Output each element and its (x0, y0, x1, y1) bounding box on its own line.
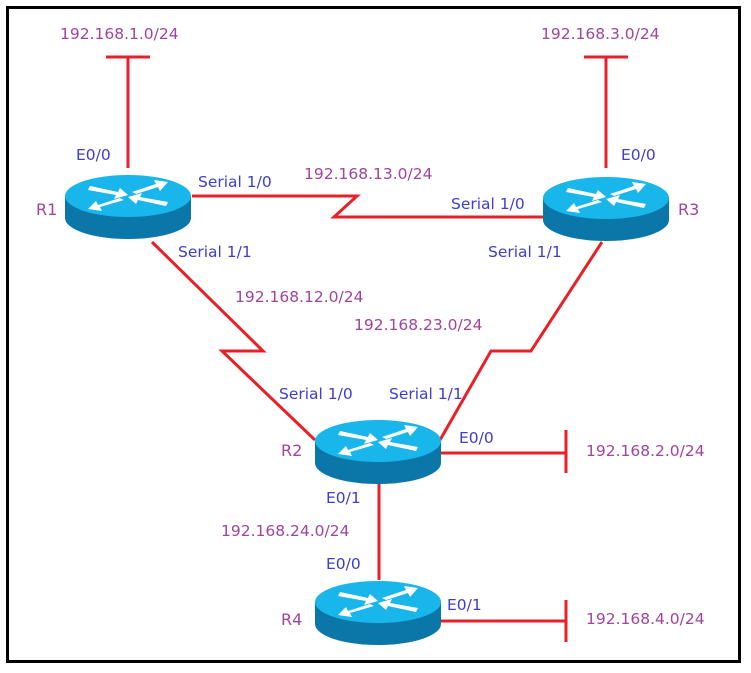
interface-label-r3-e0-0: E0/0 (621, 146, 656, 164)
network-label-192-168-4-0: 192.168.4.0/24 (586, 610, 705, 628)
router-label-r4: R4 (281, 610, 303, 629)
network-label-192-168-24-0: 192.168.24.0/24 (221, 522, 350, 540)
interface-label-r2-e0-0: E0/0 (459, 429, 494, 447)
link-r1-r3-serial (192, 194, 545, 219)
interface-label-r1-serial-1-0: Serial 1/0 (198, 173, 272, 191)
interface-label-r4-e0-0: E0/0 (326, 555, 361, 573)
router-label-r3: R3 (678, 200, 700, 219)
router-icon-r3[interactable] (543, 177, 669, 241)
interface-label-r1-e0-0: E0/0 (76, 146, 111, 164)
router-icon-r2[interactable] (315, 420, 441, 484)
interface-label-r3-serial-1-1: Serial 1/1 (488, 243, 562, 261)
router-icon-r4[interactable] (315, 581, 441, 645)
network-label-192-168-13-0: 192.168.13.0/24 (304, 165, 433, 183)
router-label-r1: R1 (36, 200, 58, 219)
interface-label-r4-e0-1: E0/1 (447, 596, 482, 614)
link-r3-r2-serial (438, 241, 604, 441)
interface-label-r2-e0-1: E0/1 (326, 489, 361, 507)
interface-label-r2-serial-1-1: Serial 1/1 (389, 385, 463, 403)
interface-label-r3-serial-1-0: Serial 1/0 (451, 195, 525, 213)
network-label-192-168-3-0: 192.168.3.0/24 (541, 25, 660, 43)
link-r1-r2-serial (150, 240, 317, 442)
router-label-r2: R2 (281, 441, 303, 460)
network-label-192-168-2-0: 192.168.2.0/24 (586, 442, 705, 460)
network-label-192-168-1-0: 192.168.1.0/24 (60, 25, 179, 43)
interface-label-r2-serial-1-0: Serial 1/0 (279, 385, 353, 403)
interface-label-r1-serial-1-1: Serial 1/1 (178, 243, 252, 261)
network-label-192-168-12-0: 192.168.12.0/24 (235, 288, 364, 306)
network-label-192-168-23-0: 192.168.23.0/24 (354, 316, 483, 334)
router-icon-r1[interactable] (65, 175, 191, 239)
